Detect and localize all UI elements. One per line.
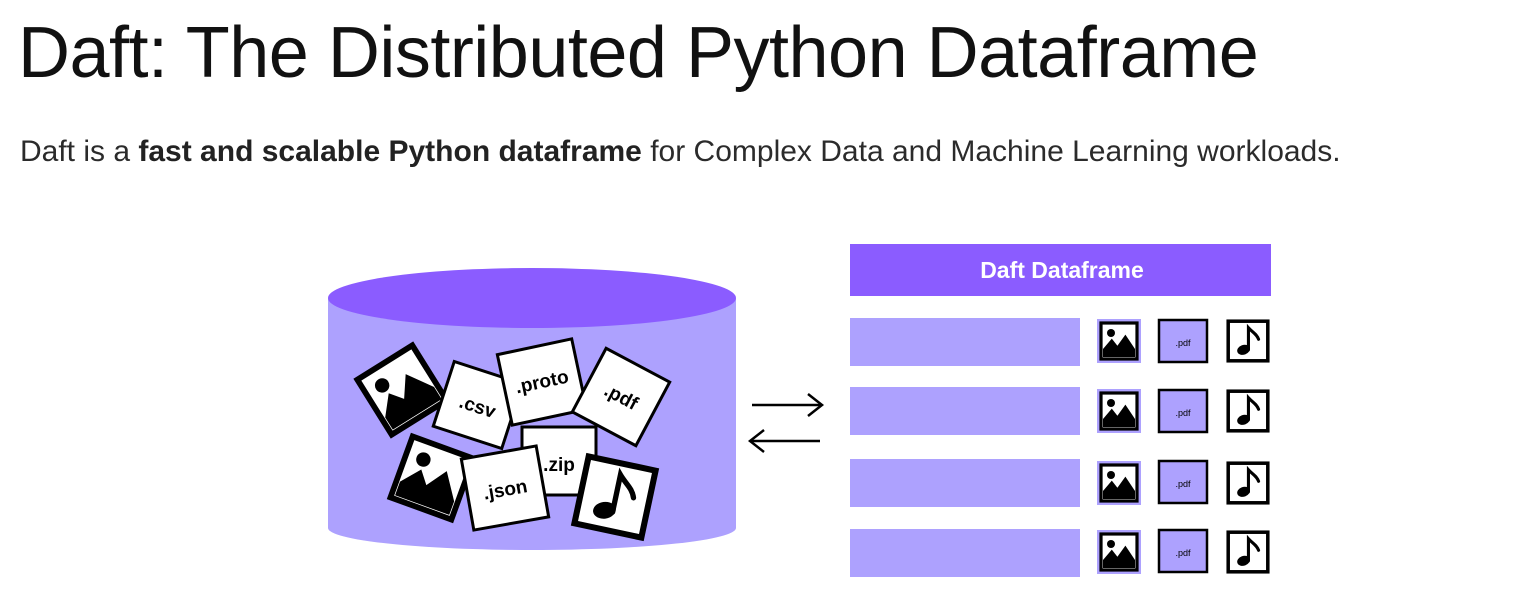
image-icon — [1099, 463, 1139, 503]
arrow-right-icon — [752, 393, 825, 417]
arrow-left-icon — [747, 429, 820, 453]
music-note-icon — [1226, 389, 1270, 433]
pdf-icon — [1157, 318, 1209, 364]
zip-file-label: .zip — [543, 455, 575, 476]
page-title: Daft: The Distributed Python Dataframe — [18, 13, 1259, 93]
intro-suffix: for Complex Data and Machine Learning wo… — [641, 135, 1341, 168]
pdf-cell-label: .pdf — [1175, 338, 1191, 348]
image-icon — [1099, 391, 1139, 431]
row-bar — [850, 318, 1080, 366]
pdf-icon — [1157, 459, 1209, 505]
dataframe-row: .pdf — [850, 459, 1270, 507]
music-note-icon — [1226, 530, 1270, 574]
music-note-icon — [1226, 461, 1270, 505]
pdf-cell-label: .pdf — [1175, 408, 1191, 418]
json-file-icon: .json — [459, 444, 551, 532]
image-icon — [1099, 532, 1139, 572]
pdf-cell-label: .pdf — [1175, 479, 1191, 489]
dataframe-row: .pdf — [850, 318, 1270, 366]
dataframe-row: .pdf — [850, 528, 1270, 577]
proto-file-icon: .proto — [495, 337, 589, 427]
music-note-icon — [1226, 319, 1270, 363]
image-icon — [1099, 321, 1139, 361]
intro-prefix: Daft is a — [20, 135, 139, 168]
pdf-cell-label: .pdf — [1175, 548, 1191, 558]
intro-paragraph: Daft is a fast and scalable Python dataf… — [20, 132, 1341, 172]
dataframe-row: .pdf — [850, 387, 1270, 435]
pdf-file-icon: .pdf — [570, 346, 672, 448]
row-bar — [850, 387, 1080, 435]
intro-emphasis: fast and scalable Python dataframe — [138, 135, 642, 168]
dataframe-header-label: Daft Dataframe — [980, 257, 1144, 283]
row-bar — [850, 459, 1080, 507]
row-bar — [850, 529, 1080, 577]
dataframe-table: Daft Dataframe .pdf .pdf .pdf — [850, 244, 1271, 577]
pdf-icon — [1157, 388, 1209, 434]
pdf-icon — [1157, 528, 1209, 574]
music-note-icon — [574, 456, 655, 537]
dataframe-header — [850, 244, 1271, 296]
cylinder-top — [328, 268, 736, 328]
